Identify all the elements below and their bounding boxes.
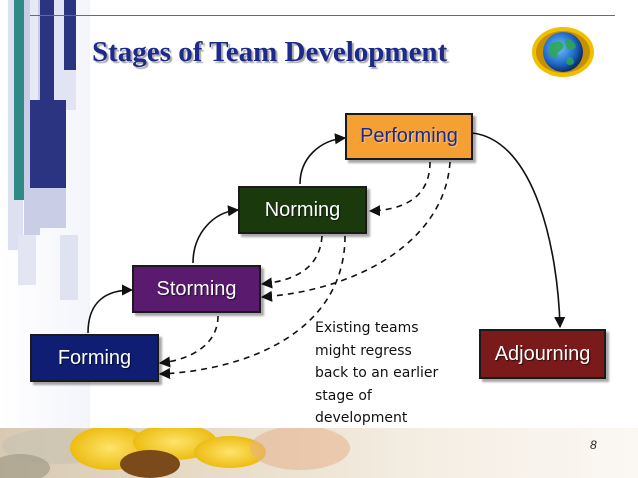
arrow-storming-to-norming: [192, 205, 240, 264]
arrow-forming-to-storming: [87, 284, 134, 334]
flower-photo-band: [0, 428, 638, 478]
stage-storming-label: Storming: [156, 277, 237, 300]
top-rule: [30, 15, 615, 16]
stage-adjourning: Adjourning: [479, 329, 606, 379]
arrow-performing-to-adjourning: [471, 132, 566, 329]
slide-title: Stages of Team Development: [92, 36, 448, 68]
regress-norming-to-storming: [260, 235, 323, 289]
regress-performing-to-storming: [260, 161, 451, 302]
stage-performing-label: Performing: [360, 125, 458, 147]
stage-performing: Performing: [345, 113, 473, 160]
stage-forming-label: Forming: [57, 346, 132, 369]
regression-note: Existing teams might regress back to an …: [315, 320, 439, 426]
regress-performing-to-norming: [368, 161, 431, 217]
regress-storming-to-forming: [158, 315, 219, 368]
arrow-norming-to-performing: [299, 133, 347, 185]
stage-norming-label: Norming: [264, 198, 341, 221]
page-number: 8: [590, 438, 597, 452]
stage-norming: Norming: [238, 186, 367, 234]
stage-adjourning-label: Adjourning: [494, 342, 591, 365]
globe-icon: [532, 27, 594, 77]
stage-storming: Storming: [132, 265, 261, 313]
regress-norming-to-forming: [158, 235, 346, 380]
stage-forming: Forming: [30, 334, 159, 382]
